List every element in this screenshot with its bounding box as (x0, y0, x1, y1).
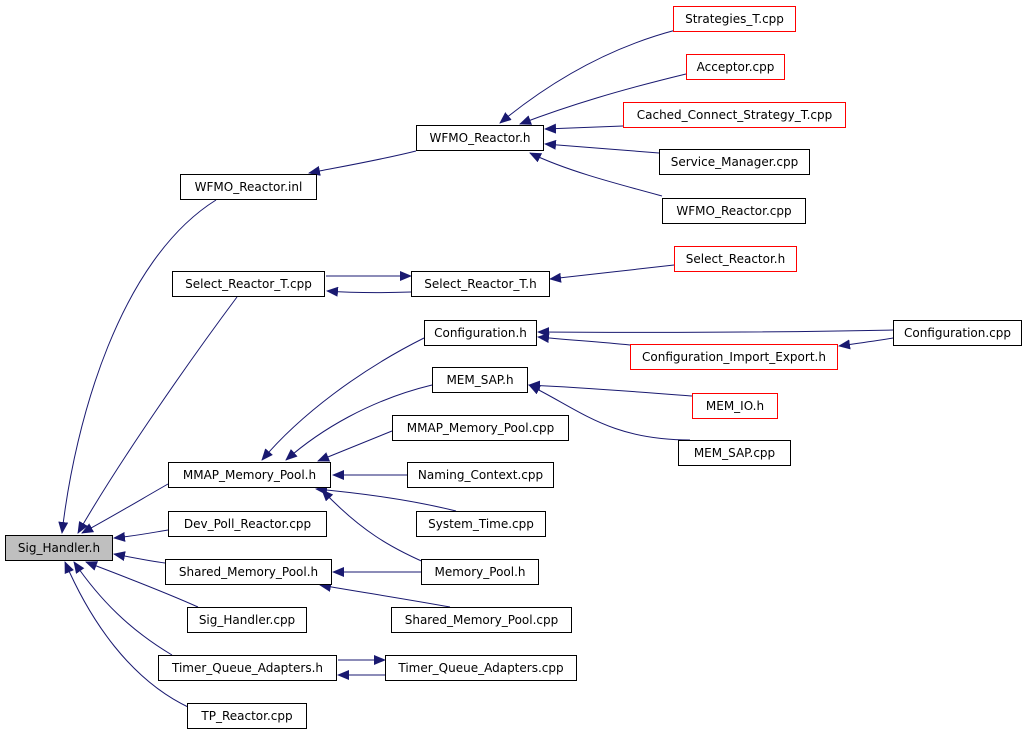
node-mem-io-h[interactable]: MEM_IO.h (692, 393, 778, 419)
edge-cached-connect-strategy-t-cpp-to-wfmo-reactor-h (544, 123, 624, 134)
edge-tp-reactor-cpp-to-sig-handler-h (64, 561, 191, 709)
node-dev-poll-reactor-cpp[interactable]: Dev_Poll_Reactor.cpp (168, 511, 327, 537)
edge-wfmo-reactor-cpp-to-wfmo-reactor-h (529, 152, 663, 197)
edge-select-reactor-h-to-select-reactor-t-h (549, 264, 675, 283)
node-select-reactor-t-h[interactable]: Select_Reactor_T.h (411, 271, 550, 297)
node-system-time-cpp[interactable]: System_Time.cpp (416, 511, 546, 537)
edge-shared-memory-pool-h-to-sig-handler-h (113, 551, 166, 564)
node-wfmo-reactor-h[interactable]: WFMO_Reactor.h (416, 125, 544, 151)
edge-sig-handler-cpp-to-sig-handler-h (85, 561, 199, 608)
node-configuration-cpp[interactable]: Configuration.cpp (893, 320, 1022, 346)
node-naming-context-cpp[interactable]: Naming_Context.cpp (407, 462, 554, 488)
node-select-reactor-h[interactable]: Select_Reactor.h (674, 246, 797, 272)
node-shared-memory-pool-h[interactable]: Shared_Memory_Pool.h (165, 559, 332, 585)
node-memory-pool-h[interactable]: Memory_Pool.h (421, 559, 539, 585)
edge-select-reactor-t-cpp-to-sig-handler-h (77, 296, 238, 534)
node-tp-reactor-cpp[interactable]: TP_Reactor.cpp (187, 703, 307, 729)
node-strategies-t-cpp[interactable]: Strategies_T.cpp (673, 6, 796, 32)
edge-dev-poll-reactor-cpp-to-sig-handler-h (113, 529, 169, 542)
edge-mmap-memory-pool-cpp-to-mmap-memory-pool-h (317, 430, 393, 462)
node-service-manager-cpp[interactable]: Service_Manager.cpp (659, 149, 810, 175)
edge-mem-sap-h-to-mmap-memory-pool-h (285, 384, 433, 461)
edge-configuration-import-export-h-to-configuration-h (537, 333, 631, 346)
edge-mem-io-h-to-mem-sap-h (528, 380, 693, 397)
node-wfmo-reactor-cpp[interactable]: WFMO_Reactor.cpp (662, 198, 806, 224)
edge-wfmo-reactor-inl-to-sig-handler-h (58, 199, 217, 534)
node-configuration-h[interactable]: Configuration.h (424, 320, 537, 346)
edge-select-reactor-t-h-to-select-reactor-t-cpp (326, 286, 412, 297)
edge-mem-sap-cpp-to-mem-sap-h (528, 384, 691, 441)
edge-configuration-cpp-to-configuration-import-export-h (838, 337, 894, 350)
edge-acceptor-cpp-to-wfmo-reactor-h (519, 73, 687, 125)
node-mmap-memory-pool-cpp[interactable]: MMAP_Memory_Pool.cpp (392, 415, 569, 441)
node-mem-sap-cpp[interactable]: MEM_SAP.cpp (678, 440, 791, 466)
node-configuration-import-export-h[interactable]: Configuration_Import_Export.h (630, 344, 838, 370)
node-shared-memory-pool-cpp[interactable]: Shared_Memory_Pool.cpp (391, 607, 572, 633)
edge-configuration-h-to-mmap-memory-pool-h (261, 337, 425, 461)
edge-mmap-memory-pool-h-to-sig-handler-h (81, 483, 169, 534)
edge-strategies-t-cpp-to-wfmo-reactor-h (499, 29, 677, 124)
edge-memory-pool-h-to-mmap-memory-pool-h (321, 489, 434, 567)
node-timer-queue-adapters-h[interactable]: Timer_Queue_Adapters.h (158, 655, 337, 681)
node-sig-handler-cpp[interactable]: Sig_Handler.cpp (187, 607, 307, 633)
node-cached-connect-strategy-t-cpp[interactable]: Cached_Connect_Strategy_T.cpp (623, 102, 846, 128)
edge-shared-memory-pool-cpp-to-shared-memory-pool-h (319, 581, 451, 608)
node-mem-sap-h[interactable]: MEM_SAP.h (432, 367, 528, 393)
edge-configuration-cpp-to-configuration-h (537, 327, 894, 338)
edge-service-manager-cpp-to-wfmo-reactor-h (544, 139, 660, 154)
edge-wfmo-reactor-h-to-wfmo-reactor-inl (308, 150, 417, 176)
node-sig-handler-h: Sig_Handler.h (5, 535, 113, 561)
node-select-reactor-t-cpp[interactable]: Select_Reactor_T.cpp (172, 271, 325, 297)
node-mmap-memory-pool-h[interactable]: MMAP_Memory_Pool.h (168, 462, 331, 488)
edge-system-time-cpp-to-mmap-memory-pool-h (315, 485, 457, 512)
node-timer-queue-adapters-cpp[interactable]: Timer_Queue_Adapters.cpp (385, 655, 577, 681)
edge-layer (58, 29, 894, 709)
edge-timer-queue-adapters-h-to-sig-handler-h (73, 561, 173, 656)
node-acceptor-cpp[interactable]: Acceptor.cpp (686, 54, 785, 80)
node-wfmo-reactor-inl[interactable]: WFMO_Reactor.inl (180, 174, 317, 200)
